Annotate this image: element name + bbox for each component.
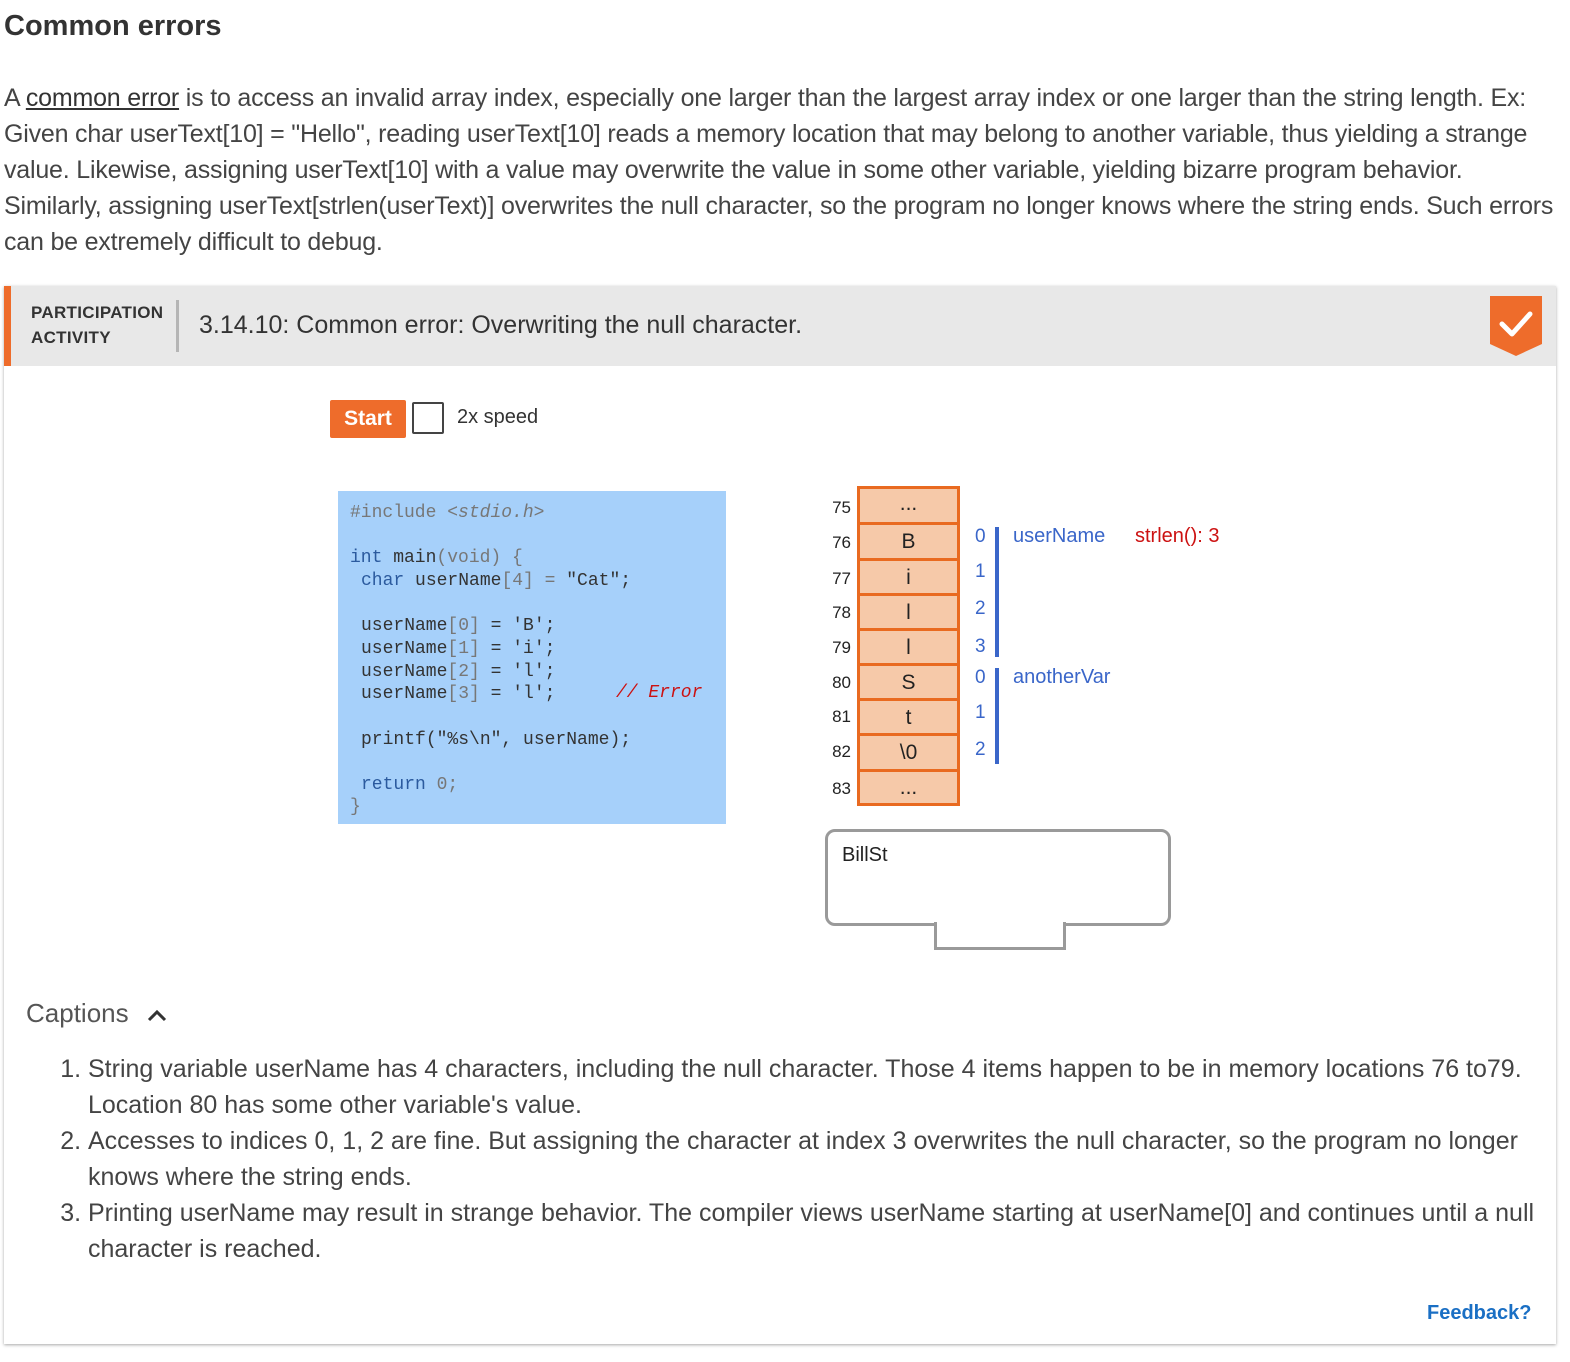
memory-address: 78 — [832, 603, 851, 622]
memory-address: 80 — [832, 673, 851, 692]
code-line-assign0: userName[0] = 'B'; — [361, 616, 556, 636]
array-index: 0 — [975, 526, 986, 547]
code-line-decl: char userName[4] = "Cat"; — [361, 571, 632, 591]
memory-address: 77 — [832, 569, 851, 588]
intro-paragraph: A common error is to access an invalid a… — [4, 80, 1559, 260]
memory-cell: l — [857, 593, 960, 628]
var-label-username: userName — [1013, 525, 1106, 547]
caption-item: String variable userName has 4 character… — [88, 1051, 1558, 1123]
memory-cell: B — [857, 522, 960, 558]
caption-item: Printing userName may result in strange … — [88, 1195, 1558, 1267]
code-line-assign3: userName[3] = 'l'; — [361, 684, 556, 704]
memory-address: 83 — [832, 779, 851, 798]
code-line-close: } — [350, 797, 361, 817]
array-index: 1 — [975, 561, 986, 582]
code-line-return: return 0; — [361, 775, 459, 795]
var-label-anothervar: anotherVar — [1013, 666, 1111, 688]
completion-check-icon — [1490, 296, 1542, 356]
memory-cell: S — [857, 663, 960, 698]
speed-checkbox[interactable] — [412, 402, 444, 434]
memory-address: 76 — [832, 533, 851, 552]
memory-cell: l — [857, 628, 960, 663]
memory-cell: ... — [857, 769, 960, 806]
intro-lead: A — [4, 84, 26, 112]
memory-cell: i — [857, 558, 960, 593]
array-index: 0 — [975, 667, 986, 688]
memory-cell: \0 — [857, 733, 960, 769]
activity-accent-bar — [4, 286, 11, 366]
code-line-assign2: userName[2] = 'l'; — [361, 662, 556, 682]
anothervar-bracket — [995, 668, 999, 764]
header-divider — [176, 300, 179, 352]
code-line-printf: printf("%s\n", userName); — [361, 730, 632, 750]
username-bracket — [995, 527, 999, 657]
code-line-main: int main(void) { — [350, 548, 523, 568]
caption-item: Accesses to indices 0, 1, 2 are fine. Bu… — [88, 1123, 1558, 1195]
captions-toggle[interactable]: Captions — [26, 998, 167, 1029]
activity-title: 3.14.10: Common error: Overwriting the n… — [199, 311, 803, 339]
chevron-up-icon — [147, 1010, 166, 1022]
array-index: 2 — [975, 598, 986, 619]
section-title: Common errors — [4, 10, 222, 42]
activity-label-line1: PARTICIPATION — [31, 303, 164, 322]
activity-label-line2: ACTIVITY — [31, 328, 111, 347]
captions-label: Captions — [26, 998, 129, 1028]
speed-label: 2x speed — [457, 406, 539, 428]
common-error-link[interactable]: common error — [25, 84, 180, 112]
memory-cell: ... — [857, 486, 960, 522]
captions-list: String variable userName has 4 character… — [62, 1051, 1558, 1267]
memory-address: 82 — [832, 742, 851, 761]
console-output: BillSt — [825, 829, 1171, 926]
memory-address: 75 — [832, 498, 851, 517]
console-text: BillSt — [842, 844, 888, 866]
code-panel: #include <stdio.h> int main(void) { char… — [338, 491, 726, 824]
memory-address: 81 — [832, 707, 851, 726]
strlen-label: strlen(): 3 — [1135, 525, 1220, 547]
memory-cell: t — [857, 698, 960, 733]
start-button[interactable]: Start — [330, 400, 406, 438]
array-index: 1 — [975, 702, 986, 723]
feedback-link[interactable]: Feedback? — [1427, 1302, 1532, 1324]
code-line-include: #include <stdio.h> — [350, 503, 545, 523]
error-comment: // Error — [616, 683, 703, 703]
participation-activity: PARTICIPATION ACTIVITY 3.14.10: Common e… — [4, 286, 1556, 1344]
activity-type-label: PARTICIPATION ACTIVITY — [31, 300, 163, 350]
code-line-assign1: userName[1] = 'i'; — [361, 639, 556, 659]
intro-body: is to access an invalid array index, esp… — [4, 84, 1554, 256]
array-index: 2 — [975, 739, 986, 760]
console-stand — [934, 922, 1066, 950]
array-index: 3 — [975, 636, 986, 657]
activity-header: PARTICIPATION ACTIVITY 3.14.10: Common e… — [4, 286, 1556, 366]
memory-address: 79 — [832, 638, 851, 657]
